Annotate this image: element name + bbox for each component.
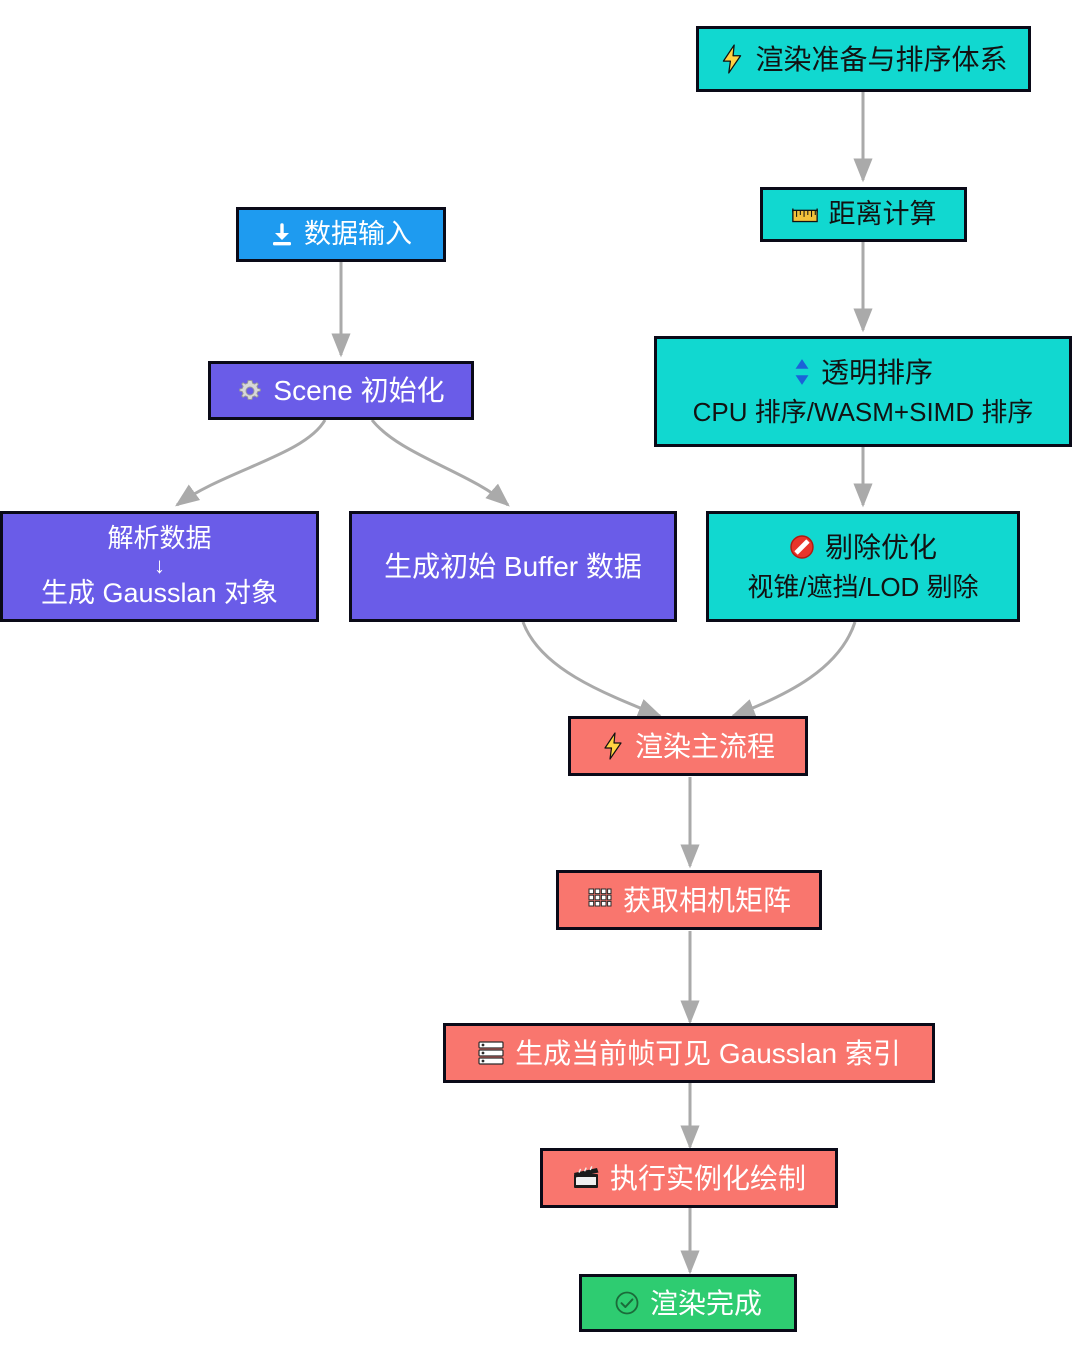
node-init-buffer-label: 生成初始 Buffer 数据 (384, 551, 642, 582)
prohibited-icon (789, 534, 815, 560)
node-render-main-label: 渲染主流程 (634, 730, 775, 762)
node-cull-optimize-sublabel: 视锥/遮挡/LOD 剔除 (747, 571, 979, 602)
grid-matrix-icon (587, 887, 613, 913)
down-arrow-glyph: ↓ (154, 552, 165, 578)
node-camera-matrix[interactable]: 获取相机矩阵 (556, 870, 822, 930)
node-render-done[interactable]: 渲染完成 (579, 1274, 797, 1332)
node-distance-calc-label: 距离计算 (828, 198, 937, 229)
node-parse-data[interactable]: 解析数据 ↓ 生成 Gausslan 对象 (0, 511, 319, 622)
node-instanced-draw-label: 执行实例化绘制 (609, 1162, 806, 1194)
node-visible-index-label: 生成当前帧可见 Gausslan 索引 (515, 1037, 901, 1069)
node-init-buffer[interactable]: 生成初始 Buffer 数据 (349, 511, 677, 622)
node-render-main[interactable]: 渲染主流程 (568, 716, 808, 776)
node-parse-data-sublabel: 生成 Gausslan 对象 (40, 577, 279, 608)
node-data-input-label: 数据输入 (304, 218, 412, 249)
node-instanced-draw[interactable]: 执行实例化绘制 (540, 1148, 838, 1208)
gear-icon (237, 378, 263, 404)
node-render-prep-label: 渲染准备与排序体系 (755, 43, 1008, 75)
node-cull-optimize-label: 剔除优化 (824, 531, 937, 563)
download-icon (270, 222, 294, 247)
node-transparent-sort[interactable]: 透明排序 CPU 排序/WASM+SIMD 排序 (654, 336, 1072, 447)
node-cull-optimize[interactable]: 剔除优化 视锥/遮挡/LOD 剔除 (706, 511, 1020, 622)
node-scene-init[interactable]: Scene 初始化 (208, 361, 474, 420)
node-render-done-label: 渲染完成 (649, 1287, 762, 1319)
updown-arrow-icon (793, 358, 811, 386)
node-parse-data-label: 解析数据 (107, 523, 212, 554)
stacked-list-icon (477, 1040, 505, 1066)
check-circle-icon (614, 1290, 640, 1316)
node-visible-index[interactable]: 生成当前帧可见 Gausslan 索引 (443, 1023, 935, 1083)
node-transparent-sort-label: 透明排序 (820, 356, 933, 388)
lightning-icon (601, 732, 625, 760)
lightning-icon (719, 44, 745, 74)
node-data-input[interactable]: 数据输入 (236, 207, 446, 262)
node-scene-init-label: Scene 初始化 (273, 375, 445, 406)
node-render-prep[interactable]: 渲染准备与排序体系 (696, 26, 1031, 92)
node-distance-calc[interactable]: 距离计算 (760, 187, 967, 242)
node-camera-matrix-label: 获取相机矩阵 (622, 884, 791, 916)
node-transparent-sort-sublabel: CPU 排序/WASM+SIMD 排序 (692, 396, 1034, 427)
ruler-icon (791, 204, 819, 226)
clapperboard-icon (572, 1165, 600, 1191)
